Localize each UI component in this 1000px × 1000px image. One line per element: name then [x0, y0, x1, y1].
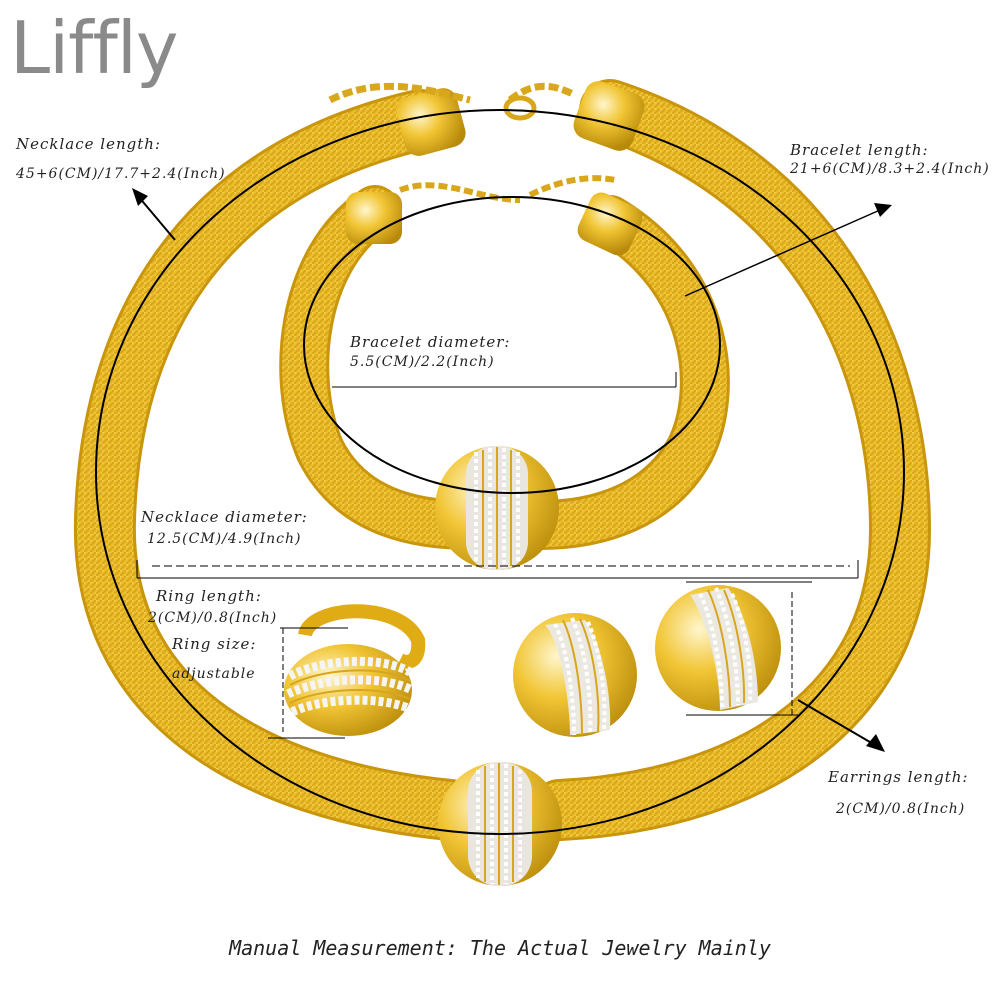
necklace-length-loop	[95, 109, 905, 835]
ring-band	[298, 604, 426, 669]
earrings-length-title: Earrings length:	[828, 768, 969, 786]
earring-left	[513, 613, 637, 737]
bracelet-extension-chain	[398, 175, 616, 203]
earring-right	[655, 585, 781, 711]
necklace-end-cap-right	[573, 81, 645, 151]
bracelet-mesh-right	[518, 198, 727, 547]
bracelet-end-cap-left	[346, 192, 402, 244]
necklace-extension-chain	[328, 82, 577, 104]
bracelet-crystal-bead	[435, 446, 559, 570]
necklace-diameter-value: 12.5(CM)/4.9(Inch)	[147, 531, 302, 547]
necklace-clasp	[503, 95, 537, 121]
ring-length-value: 2(CM)/0.8(Inch)	[148, 610, 278, 626]
necklace-end-cap-left	[396, 88, 466, 156]
necklace-diameter-title: Necklace diameter:	[141, 508, 308, 526]
necklace-length-value: 45+6(CM)/17.7+2.4(Inch)	[16, 166, 226, 182]
brand-logo: Liffly	[10, 6, 178, 90]
bracelet-length-loop	[303, 196, 721, 494]
ring-length-title: Ring length:	[156, 587, 262, 605]
ring-crystal-rows	[285, 656, 415, 717]
bracelet-diameter-value: 5.5(CM)/2.2(Inch)	[350, 354, 495, 370]
necklace	[73, 79, 932, 886]
footer-note: Manual Measurement: The Actual Jewelry M…	[229, 936, 771, 960]
earring-length-arrow	[797, 699, 876, 746]
necklace-length-title: Necklace length:	[16, 135, 161, 153]
ring	[284, 604, 426, 736]
ring-size-value: adjustable	[172, 666, 256, 682]
bracelet	[279, 175, 730, 570]
bracelet-mesh-left	[282, 188, 492, 547]
necklace-crystal-bead	[438, 762, 562, 886]
bracelet-length-title: Bracelet length:	[790, 141, 929, 159]
necklace-length-arrow	[137, 195, 176, 241]
earrings-length-value: 2(CM)/0.8(Inch)	[836, 801, 966, 817]
bracelet-diameter-title: Bracelet diameter:	[350, 333, 511, 351]
ring-size-title: Ring size:	[172, 635, 257, 653]
bracelet-length-arrow	[684, 209, 881, 297]
bracelet-length-value: 21+6(CM)/8.3+2.4(Inch)	[790, 161, 990, 177]
measurement-overlays	[95, 109, 905, 835]
